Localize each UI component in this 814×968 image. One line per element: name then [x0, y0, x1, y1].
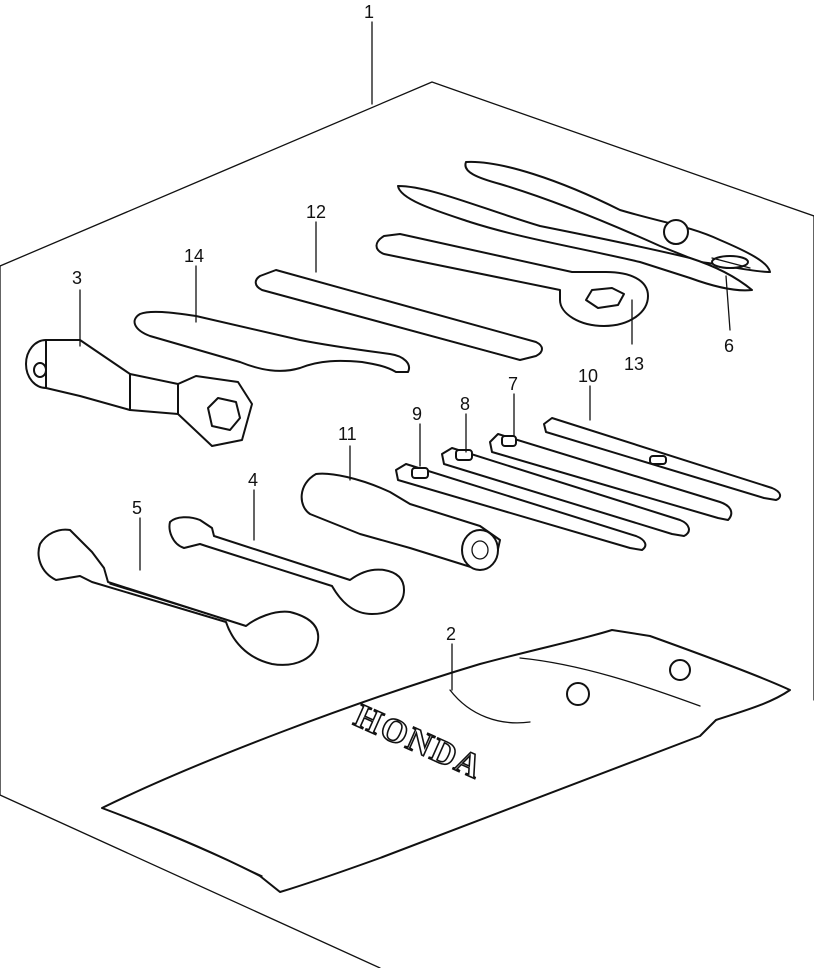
callout-1: 1 — [364, 2, 374, 22]
callouts: 1 3 14 12 13 6 7 10 8 9 11 4 5 2 — [72, 2, 734, 644]
hex-ring-spanner-icon — [375, 233, 649, 327]
spark-plug-wrench-icon — [25, 339, 253, 447]
screwdriver-icon — [543, 417, 782, 501]
callout-3: 3 — [72, 268, 82, 288]
open-end-wrench-icon — [37, 528, 320, 666]
pliers-icon — [397, 160, 771, 292]
screwdriver-icon — [441, 447, 690, 537]
screwdriver-handle-icon — [300, 472, 501, 571]
callout-5: 5 — [132, 498, 142, 518]
callout-10: 10 — [578, 366, 598, 386]
flat-bar-icon — [254, 269, 543, 361]
callout-13: 13 — [624, 354, 644, 374]
screwdriver-icon — [489, 433, 733, 521]
callout-4: 4 — [248, 470, 258, 490]
boundary-box — [0, 81, 814, 968]
screwdriver-icon — [395, 463, 647, 551]
callout-12: 12 — [306, 202, 326, 222]
callout-8: 8 — [460, 394, 470, 414]
callout-9: 9 — [412, 404, 422, 424]
callout-11: 11 — [338, 424, 357, 444]
leader-lines — [79, 21, 731, 691]
callout-6: 6 — [724, 336, 734, 356]
open-end-wrench-icon — [168, 516, 405, 615]
callout-2: 2 — [446, 624, 456, 644]
tool-bag-icon: HONDA — [101, 629, 791, 893]
callout-14: 14 — [184, 246, 204, 266]
callout-7: 7 — [508, 374, 518, 394]
hook-spanner-icon — [133, 310, 410, 373]
